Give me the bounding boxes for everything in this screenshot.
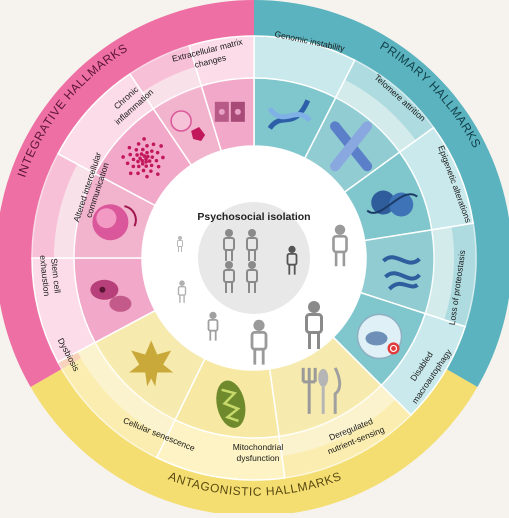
label-stem-cell-exhaustion-2: exhaustion: [38, 255, 52, 297]
person-icon: [223, 229, 235, 261]
integrative-outer-band: [0, 0, 254, 387]
autophagy-cell-icon: [356, 313, 403, 360]
signaling-dots-icon: [121, 137, 165, 179]
label-mitochondrial-dysfunction-2: dysfunction: [237, 453, 280, 463]
chromosome-icon: [330, 121, 373, 172]
extracellular-matrix-icon: [214, 101, 245, 122]
infant-icon: [177, 236, 183, 252]
person-icon: [286, 245, 298, 275]
center-title: Psychosocial isolation: [197, 211, 310, 223]
child-icon: [207, 311, 219, 341]
primary-outer-band: [254, 0, 509, 387]
toddler-icon: [177, 280, 187, 303]
nucleosome-icon: [366, 190, 418, 217]
adult-person-icon: [250, 319, 268, 365]
label-stem-cell-exhaustion-1: Stem cell: [49, 258, 63, 294]
inflammation-cell-icon: [170, 110, 206, 141]
people-figures: [177, 224, 348, 365]
mitochondria-icon: [216, 380, 246, 428]
person-icon: [246, 229, 258, 261]
cutlery-icon: [301, 367, 342, 414]
stem-cell-icon: [92, 204, 137, 241]
senescent-leaf-icon: [129, 340, 174, 387]
middle-ring: [31, 35, 477, 481]
bacteria-icon: [90, 279, 132, 312]
antagonistic-outer-band: [30, 358, 478, 516]
label-mitochondrial-dysfunction-1: Mitochondrial: [233, 442, 284, 452]
protein-icon: [382, 255, 421, 291]
elderly-person-icon: [332, 224, 348, 267]
hallmark-icons: [90, 99, 421, 428]
person-icon: [246, 261, 258, 293]
dna-icon: [267, 99, 312, 130]
person-icon: [223, 261, 235, 293]
adult-person-icon: [305, 301, 323, 349]
